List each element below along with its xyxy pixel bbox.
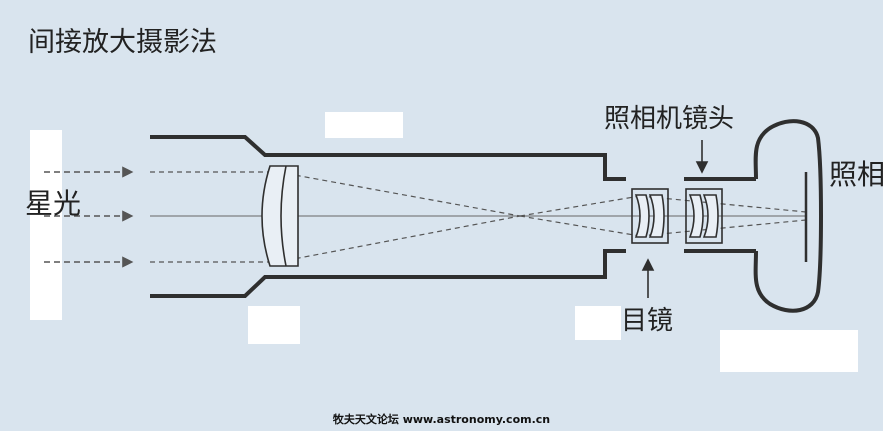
eyepiece-label: 目镜 — [621, 306, 674, 336]
footer-watermark: 牧夫天文论坛 www.astronomy.com.cn — [332, 413, 551, 426]
eyepiece-lens — [631, 188, 669, 244]
star-light-label: 星光 — [25, 187, 82, 220]
tube-lower-wall — [150, 249, 626, 298]
white-patches — [30, 112, 858, 372]
camera-lens-label: 照相机镜头 — [604, 104, 735, 134]
tube-upper-wall — [150, 135, 626, 181]
objective-lens — [261, 165, 299, 267]
incoming-rays — [44, 166, 134, 268]
label-arrows — [641, 140, 709, 298]
camera-lens — [684, 177, 756, 253]
telescope-tube — [150, 135, 626, 298]
diagram-title: 间接放大摄影法 — [28, 27, 217, 58]
camera-label: 照相机 — [829, 158, 883, 191]
camera-body — [753, 119, 823, 313]
